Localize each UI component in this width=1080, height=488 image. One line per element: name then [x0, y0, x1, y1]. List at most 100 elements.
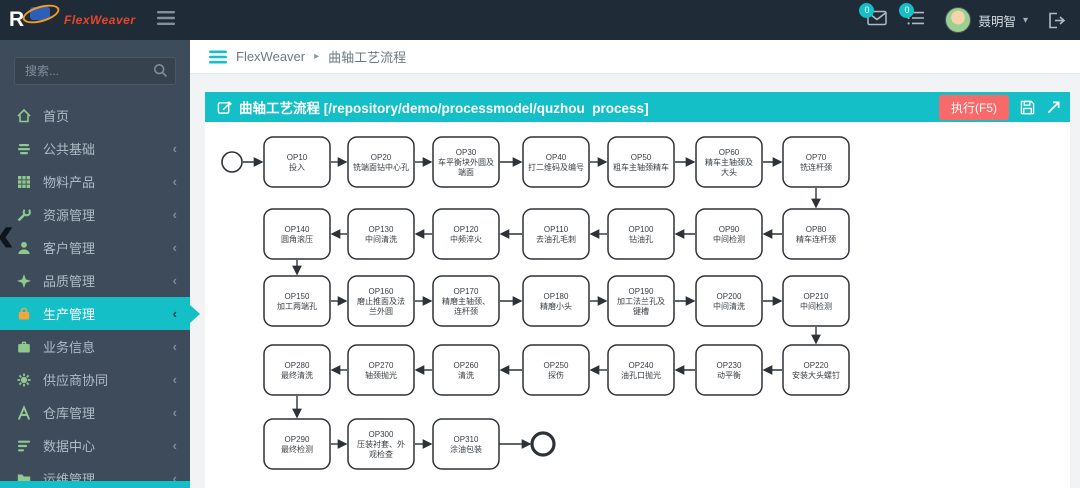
- avatar[interactable]: [945, 7, 972, 33]
- sidebar-item-home[interactable]: 首页: [0, 99, 190, 132]
- svg-text:OP280: OP280: [285, 361, 310, 370]
- search-icon[interactable]: [153, 63, 168, 83]
- svg-text:轴颈抛光: 轴颈抛光: [365, 370, 397, 380]
- collapse-chevron-icon[interactable]: ‹: [0, 208, 14, 260]
- user-menu[interactable]: 聂明智 ▾: [945, 7, 1028, 33]
- save-icon: [1020, 100, 1035, 114]
- logo-text: FlexWeaver: [64, 13, 136, 27]
- sidebar-item-database[interactable]: 数据中心‹: [0, 429, 190, 462]
- save-button[interactable]: [1020, 100, 1035, 115]
- svg-text:OP20: OP20: [371, 153, 392, 162]
- tasks-button[interactable]: 0: [899, 2, 925, 31]
- svg-text:粗车主轴颈精车: 粗车主轴颈精车: [613, 162, 669, 172]
- svg-text:探伤: 探伤: [548, 370, 564, 380]
- main-content: FlexWeaver ▸ 曲轴工艺流程 曲轴工艺流程 [/repository/…: [190, 40, 1080, 488]
- sidebar-item-layers[interactable]: 公共基础‹: [0, 132, 190, 165]
- production-icon: [16, 306, 32, 322]
- sidebar-item-production[interactable]: 生产管理‹: [0, 297, 200, 330]
- sidebar-item-grid[interactable]: 物料产品‹: [0, 165, 190, 198]
- svg-text:OP130: OP130: [369, 225, 394, 234]
- sidebar-item-quality[interactable]: 品质管理‹: [0, 264, 190, 297]
- logo-letter: R: [9, 8, 25, 31]
- search-input[interactable]: [14, 57, 176, 85]
- edit-icon: [217, 100, 232, 115]
- svg-text:OP190: OP190: [629, 287, 654, 296]
- chevron-left-icon: ‹: [172, 339, 177, 354]
- expand-arrow-icon: [1047, 101, 1060, 113]
- svg-text:打二维码及编号: 打二维码及编号: [528, 162, 584, 172]
- svg-text:精车主轴颈及: 精车主轴颈及: [705, 157, 753, 167]
- svg-text:OP230: OP230: [717, 361, 742, 370]
- sidebar-menu: 首页公共基础‹物料产品‹资源管理‹客户管理‹品质管理‹生产管理‹业务信息‹供应商…: [0, 99, 200, 488]
- sidebar-toggle-icon[interactable]: [156, 10, 176, 31]
- chevron-left-icon: ‹: [172, 438, 177, 453]
- end-event[interactable]: [530, 431, 556, 457]
- svg-text:OP50: OP50: [631, 153, 652, 162]
- sidebar-item-gear[interactable]: 供应商协同‹: [0, 363, 190, 396]
- sidebar-item-label: 资源管理: [43, 208, 96, 223]
- chevron-down-icon: ▾: [1022, 14, 1028, 26]
- breadcrumb-menu-icon[interactable]: [209, 50, 227, 64]
- tasks-badge: 0: [899, 2, 915, 18]
- svg-text:中间清洗: 中间清洗: [713, 301, 745, 311]
- app-logo[interactable]: R FlexWeaver: [0, 0, 150, 40]
- logout-button[interactable]: [1048, 12, 1066, 29]
- svg-text:端面: 端面: [458, 167, 474, 177]
- breadcrumb-separator-icon: ▸: [314, 51, 320, 62]
- mail-button[interactable]: 0: [859, 2, 888, 31]
- breadcrumb-page[interactable]: 曲轴工艺流程: [328, 50, 407, 65]
- breadcrumb-app[interactable]: FlexWeaver: [236, 49, 306, 64]
- fullscreen-button[interactable]: [1046, 100, 1061, 115]
- svg-text:最终清洗: 最终清洗: [281, 370, 313, 380]
- sidebar-item-label: 生产管理: [43, 307, 96, 322]
- sidebar-item-user[interactable]: 客户管理‹: [0, 231, 190, 264]
- svg-text:铣连杆颈: 铣连杆颈: [800, 162, 832, 172]
- start-event[interactable]: [221, 151, 243, 173]
- run-button[interactable]: 执行(F5): [939, 94, 1009, 120]
- svg-text:中间检测: 中间检测: [800, 301, 832, 311]
- svg-text:OP160: OP160: [369, 287, 394, 296]
- svg-text:OP200: OP200: [717, 292, 742, 301]
- sidebar-item-warehouse[interactable]: 仓库管理‹: [0, 396, 190, 429]
- chevron-left-icon: ‹: [172, 405, 177, 420]
- sidebar-item-label: 品质管理: [43, 274, 96, 289]
- user-name: 聂明智: [978, 14, 1016, 29]
- sidebar-item-briefcase[interactable]: 业务信息‹: [0, 330, 190, 363]
- gear-icon: [16, 372, 32, 388]
- breadcrumb: FlexWeaver ▸ 曲轴工艺流程: [190, 40, 1080, 74]
- sidebar-item-wrench[interactable]: 资源管理‹: [0, 198, 190, 231]
